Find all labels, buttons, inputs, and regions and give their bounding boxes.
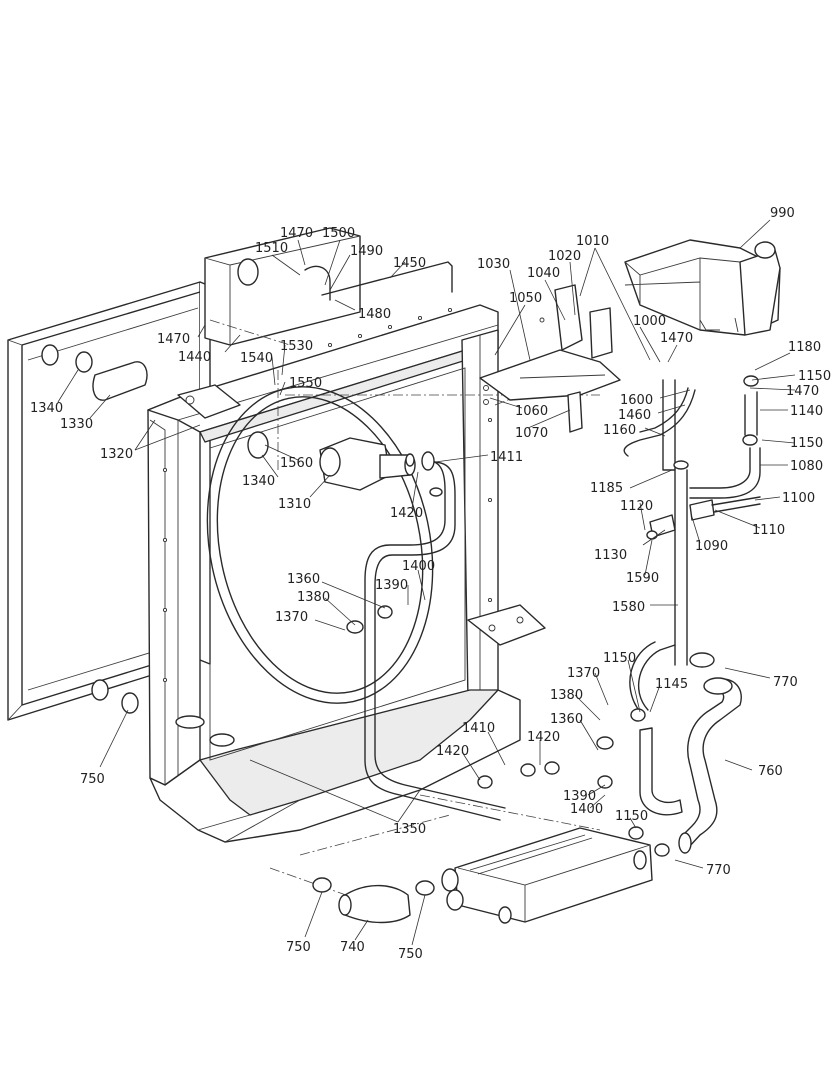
label-1360-frame: 1360 (287, 572, 320, 587)
frame-bolt-holes (162, 307, 493, 683)
label-1010: 1010 (576, 234, 609, 249)
charge-air-cooler (441, 827, 653, 924)
callout-labels: 990 1010 1020 1040 1030 1050 1000 1470 1… (30, 206, 831, 962)
label-770-bottom: 770 (706, 863, 731, 878)
label-750-bottom-left: 750 (286, 940, 311, 955)
label-1310: 1310 (278, 497, 311, 512)
label-1160: 1160 (603, 423, 636, 438)
label-1320: 1320 (100, 447, 133, 462)
label-1450: 1450 (393, 256, 426, 271)
label-1470-right: 1470 (786, 384, 819, 399)
label-1180: 1180 (788, 340, 821, 355)
label-1410: 1410 (462, 721, 495, 736)
label-1500: 1500 (322, 226, 355, 241)
label-1460: 1460 (618, 408, 651, 423)
thermostat-housing (319, 437, 416, 491)
label-1185: 1185 (590, 481, 623, 496)
label-1540: 1540 (240, 351, 273, 366)
label-1580: 1580 (612, 600, 645, 615)
label-1145: 1145 (655, 677, 688, 692)
label-1390-frame: 1390 (375, 578, 408, 593)
label-1030: 1030 (477, 257, 510, 272)
frame-hoses (364, 451, 506, 821)
label-1140: 1140 (790, 404, 823, 419)
drain-valve-assembly (646, 496, 761, 540)
label-1080: 1080 (790, 459, 823, 474)
label-750-bottom-right: 750 (398, 947, 423, 962)
label-1490: 1490 (350, 244, 383, 259)
label-1150-top: 1150 (798, 369, 831, 384)
label-1090: 1090 (695, 539, 728, 554)
fan-shroud-ring (206, 386, 434, 704)
label-750-left: 750 (80, 772, 105, 787)
label-1390-lower: 1390 (563, 789, 596, 804)
label-1360-lower: 1360 (550, 712, 583, 727)
label-1100: 1100 (782, 491, 815, 506)
label-1070: 1070 (515, 426, 548, 441)
label-1020: 1020 (548, 249, 581, 264)
label-1510: 1510 (255, 241, 288, 256)
label-1350: 1350 (393, 822, 426, 837)
label-1400-lower: 1400 (570, 802, 603, 817)
label-1530: 1530 (280, 339, 313, 354)
tank-hoses (623, 379, 761, 666)
label-1150-lower: 1150 (603, 651, 636, 666)
label-1400-frame: 1400 (402, 559, 435, 574)
label-1380-lower: 1380 (550, 688, 583, 703)
label-1040: 1040 (527, 266, 560, 281)
hose-clamps (41, 258, 759, 896)
leader-lines (57, 219, 796, 946)
label-1470-top: 1470 (280, 226, 313, 241)
tank-mounting-bracket (479, 284, 621, 433)
label-740: 740 (340, 940, 365, 955)
intake-air-hose (338, 884, 411, 924)
label-1420-lower-right: 1420 (527, 730, 560, 745)
label-1470-left: 1470 (157, 332, 190, 347)
label-1340-left: 1340 (30, 401, 63, 416)
label-1380-frame: 1380 (297, 590, 330, 605)
label-1150-bottom: 1150 (615, 809, 648, 824)
label-1340-mid: 1340 (242, 474, 275, 489)
label-770-top: 770 (773, 675, 798, 690)
label-1470-tank: 1470 (660, 331, 693, 346)
vent-line-1450 (304, 261, 453, 301)
expansion-tank (624, 239, 781, 336)
label-1420-mid: 1420 (390, 506, 423, 521)
label-1120: 1120 (620, 499, 653, 514)
label-760: 760 (758, 764, 783, 779)
label-1150-mid: 1150 (790, 436, 823, 451)
label-1050: 1050 (509, 291, 542, 306)
label-1550: 1550 (289, 376, 322, 391)
label-1420-lower-left: 1420 (436, 744, 469, 759)
label-1000: 1000 (633, 314, 666, 329)
radiator-frame (147, 304, 546, 843)
lower-coolant-hoses (629, 641, 742, 854)
label-1560: 1560 (280, 456, 313, 471)
label-1600: 1600 (620, 393, 653, 408)
label-1370-frame: 1370 (275, 610, 308, 625)
label-1411: 1411 (490, 450, 523, 465)
label-1060: 1060 (515, 404, 548, 419)
label-1440: 1440 (178, 350, 211, 365)
label-990: 990 (770, 206, 795, 221)
label-1590: 1590 (626, 571, 659, 586)
label-1110: 1110 (752, 523, 785, 538)
label-1130: 1130 (594, 548, 627, 563)
label-1330: 1330 (60, 417, 93, 432)
label-1480: 1480 (358, 307, 391, 322)
label-1370-lower: 1370 (567, 666, 600, 681)
